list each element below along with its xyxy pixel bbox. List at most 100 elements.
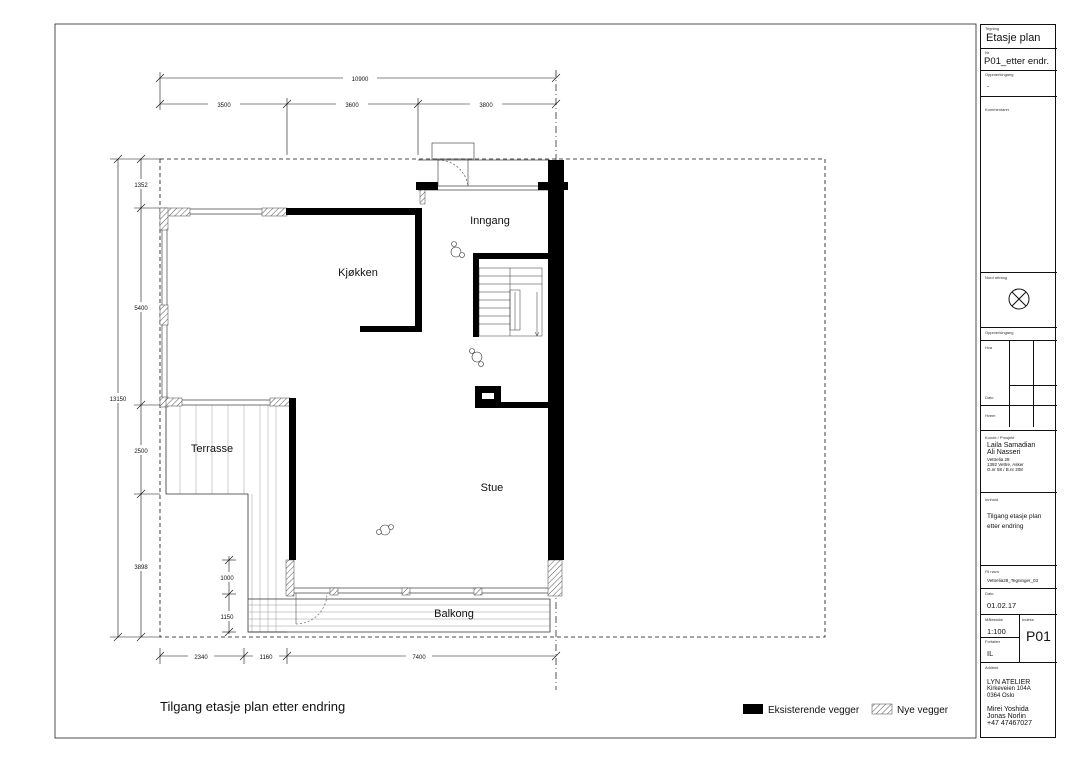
tb-indeks-label: Indeks xyxy=(1022,617,1034,622)
tb-dato: Dato 01.02.17 xyxy=(981,588,1057,614)
dim-top-1: 3500 xyxy=(217,103,231,109)
legend-existing-swatch xyxy=(743,704,763,714)
tb-arkitekt: Arkitekt LYN ATELIER Kirkeveien 104A 036… xyxy=(981,662,1057,739)
person-figure xyxy=(450,241,465,258)
balcony-outline xyxy=(248,598,551,633)
dim-mask xyxy=(104,393,132,403)
dim-mask xyxy=(253,651,279,661)
tb-innhold-line: etter endring xyxy=(987,523,1024,530)
tb-arkitekt-label: Arkitekt xyxy=(985,665,999,670)
tb-filnavn-value: Vettrelia28_Tegninger_03 xyxy=(987,578,1039,583)
tb-adresse-line: G.nr 58 / B.nr 208 xyxy=(987,467,1023,472)
tb-nr-value: P01_etter endr. xyxy=(984,56,1049,67)
tb-arkitekt-line: Kirkeveien 104A xyxy=(987,686,1031,692)
dim-bottom-3: 7400 xyxy=(412,655,426,661)
terrace-deck xyxy=(179,405,277,632)
tb-dato-value: 01.02.17 xyxy=(987,601,1017,610)
tb-innhold-label: Innhold xyxy=(985,497,999,502)
dim-mask xyxy=(129,445,153,455)
tb-forfatter-value: IL xyxy=(987,649,994,658)
tb-innhold-line: Tilgang etasje plan xyxy=(987,513,1042,520)
tb-filnavn: Fil navn Vettrelia28_Tegninger_03 xyxy=(981,565,1057,588)
dim-mask xyxy=(129,561,153,571)
tb-rev-grid: Hva Dato Hvem xyxy=(981,340,1057,427)
tb-kunde-line: Ali Nasseri xyxy=(987,449,1021,456)
dim-door-2: 1150 xyxy=(221,615,235,621)
room-label-balkong: Balkong xyxy=(434,608,474,620)
tb-nr: Nr P01_etter endr. xyxy=(981,48,1057,70)
dim-mask xyxy=(406,651,432,661)
tb-opp-label: Oppmerkingang xyxy=(985,72,1014,77)
dim-bottom-1: 2340 xyxy=(194,655,208,661)
tb-person-line: +47 47467027 xyxy=(987,720,1032,727)
dimensions-top xyxy=(155,72,561,155)
room-label-inngang: Inngang xyxy=(470,215,510,227)
dimensions-door xyxy=(222,555,236,637)
tb-filnavn-label: Fil navn xyxy=(985,569,1000,574)
dim-top-2: 3600 xyxy=(345,103,359,109)
dim-mask xyxy=(129,179,153,189)
north-arrow-icon xyxy=(1008,288,1030,310)
terrace-outline xyxy=(165,405,287,633)
tb-tegning: Tegning Etasje plan xyxy=(981,25,1057,48)
balcony-deck xyxy=(248,604,550,627)
dim-top-total: 10900 xyxy=(352,77,369,83)
tb-forfatter-label: Forfatter xyxy=(985,639,1001,644)
dim-left-total: 13150 xyxy=(110,397,127,403)
legend-new-swatch xyxy=(871,703,893,715)
tb-malestokk: Målestokk 1:100 Indeks P01 Forfatter IL xyxy=(981,614,1057,663)
dim-mask xyxy=(343,73,377,83)
tb-rev-row: Dato xyxy=(985,395,994,400)
tb-kommentarer: Kommentarer xyxy=(981,96,1057,272)
person-figure xyxy=(469,348,484,367)
tb-arkitekt-line: LYN ATELIER xyxy=(987,679,1031,686)
tb-innhold: Innhold Tilgang etasje plan etter endrin… xyxy=(981,492,1057,565)
existing-walls xyxy=(286,160,568,560)
tb-revisjon: Oppmerkingang Hva Dato Hvem xyxy=(981,327,1057,427)
tb-dato-label: Dato xyxy=(985,591,994,596)
tb-malestokk-value: 1:100 xyxy=(987,627,1006,636)
dim-door-1: 1000 xyxy=(220,576,234,582)
tb-adresse-line: 1392 Vettre, Asker xyxy=(987,462,1024,467)
dim-mask xyxy=(216,572,238,582)
dim-left-3: 2500 xyxy=(134,449,148,455)
dim-mask xyxy=(208,99,240,109)
room-label-terrasse: Terrasse xyxy=(191,443,233,455)
entrance-door xyxy=(431,142,475,187)
new-walls xyxy=(159,189,563,597)
dim-mask xyxy=(216,611,238,621)
title-block: Tegning Etasje plan Nr P01_etter endr. O… xyxy=(980,24,1057,739)
tb-person-line: Jonas Norlin xyxy=(987,713,1026,720)
person-figure xyxy=(376,524,394,536)
tb-oppmerking: Oppmerkingang - xyxy=(981,70,1057,96)
tb-rev-row: Hva xyxy=(985,345,993,350)
dim-mask xyxy=(470,99,502,109)
tb-adresse-line: Vettrelia 28 xyxy=(987,457,1010,462)
tb-nord-label: Nord retning xyxy=(985,275,1008,280)
staircase xyxy=(478,267,543,337)
dim-left-4: 3898 xyxy=(134,565,148,571)
legend-new-label: Nye vegger xyxy=(897,705,949,716)
dim-mask xyxy=(336,99,368,109)
dimensions-bottom xyxy=(155,648,561,664)
balcony-door xyxy=(295,592,328,625)
tb-tegning-label: Tegning xyxy=(985,26,1000,31)
tb-kunde-line: Laila Samadian xyxy=(987,442,1036,449)
tb-kommentarer-label: Kommentarer xyxy=(985,107,1010,112)
sheet-frame xyxy=(54,23,977,739)
tb-person-line: Mirei Yoshida xyxy=(987,706,1029,713)
tb-arkitekt-line: 0364 Oslo xyxy=(987,693,1015,699)
tb-rev-label: Oppmerkingang xyxy=(985,330,1014,335)
dim-top-3: 3800 xyxy=(479,103,493,109)
dim-mask xyxy=(129,302,153,312)
legend-existing-label: Eksisterende vegger xyxy=(768,705,860,716)
tb-opp-value: - xyxy=(987,83,990,90)
room-label-kjokken: Kjøkken xyxy=(338,267,378,279)
tb-indeks-value: P01 xyxy=(1026,628,1051,644)
dim-mask xyxy=(188,651,214,661)
dim-bottom-2: 1160 xyxy=(260,655,274,661)
tb-nr-label: Nr xyxy=(985,50,990,55)
dim-left-1: 1352 xyxy=(134,183,148,189)
tb-kunde-label: Kunde / Prosjekt xyxy=(985,435,1015,440)
tb-kunde: Kunde / Prosjekt Laila Samadian Ali Nass… xyxy=(981,430,1057,492)
